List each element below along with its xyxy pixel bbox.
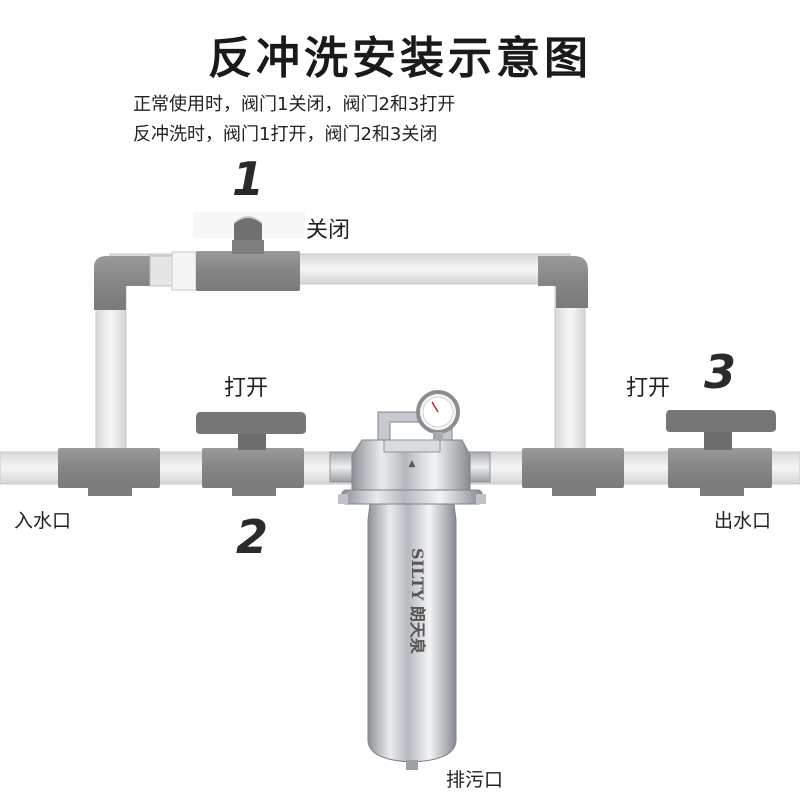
outlet-label: 出水口: [714, 510, 772, 532]
valve-1-body: [149, 240, 300, 291]
elbow-fitting-right: [538, 256, 588, 308]
inlet-label: 入水口: [14, 510, 72, 532]
valve-3: [666, 410, 776, 496]
page-title: 反冲洗安装示意图: [208, 33, 592, 84]
backwash-note: 反冲洗时，阀门1打开，阀门2和3关闭: [133, 124, 438, 145]
tee-fitting-left: [58, 448, 160, 496]
valve-3-state-label: 打开: [626, 376, 671, 401]
elbow-fitting-left: [94, 256, 150, 310]
valve-2-state-label: 打开: [224, 376, 269, 401]
valve-2: [196, 412, 306, 496]
pre-filter: ▲ SILTY 朗天泉: [329, 390, 491, 770]
valve-1-state-label: 关闭: [306, 218, 351, 243]
filter-head-mark: ▲: [409, 459, 416, 469]
valve-1-handle: [193, 212, 305, 240]
filter-brand: SILTY 朗天泉: [408, 548, 427, 655]
normal-use-note: 正常使用时，阀门1关闭，阀门2和3打开: [133, 94, 456, 115]
tee-fitting-right: [522, 448, 624, 496]
valve-3-number: 3: [704, 345, 737, 399]
drain-label: 排污口: [446, 769, 504, 791]
valve-1-number: 1: [232, 152, 265, 206]
valve-2-number: 2: [236, 510, 269, 564]
